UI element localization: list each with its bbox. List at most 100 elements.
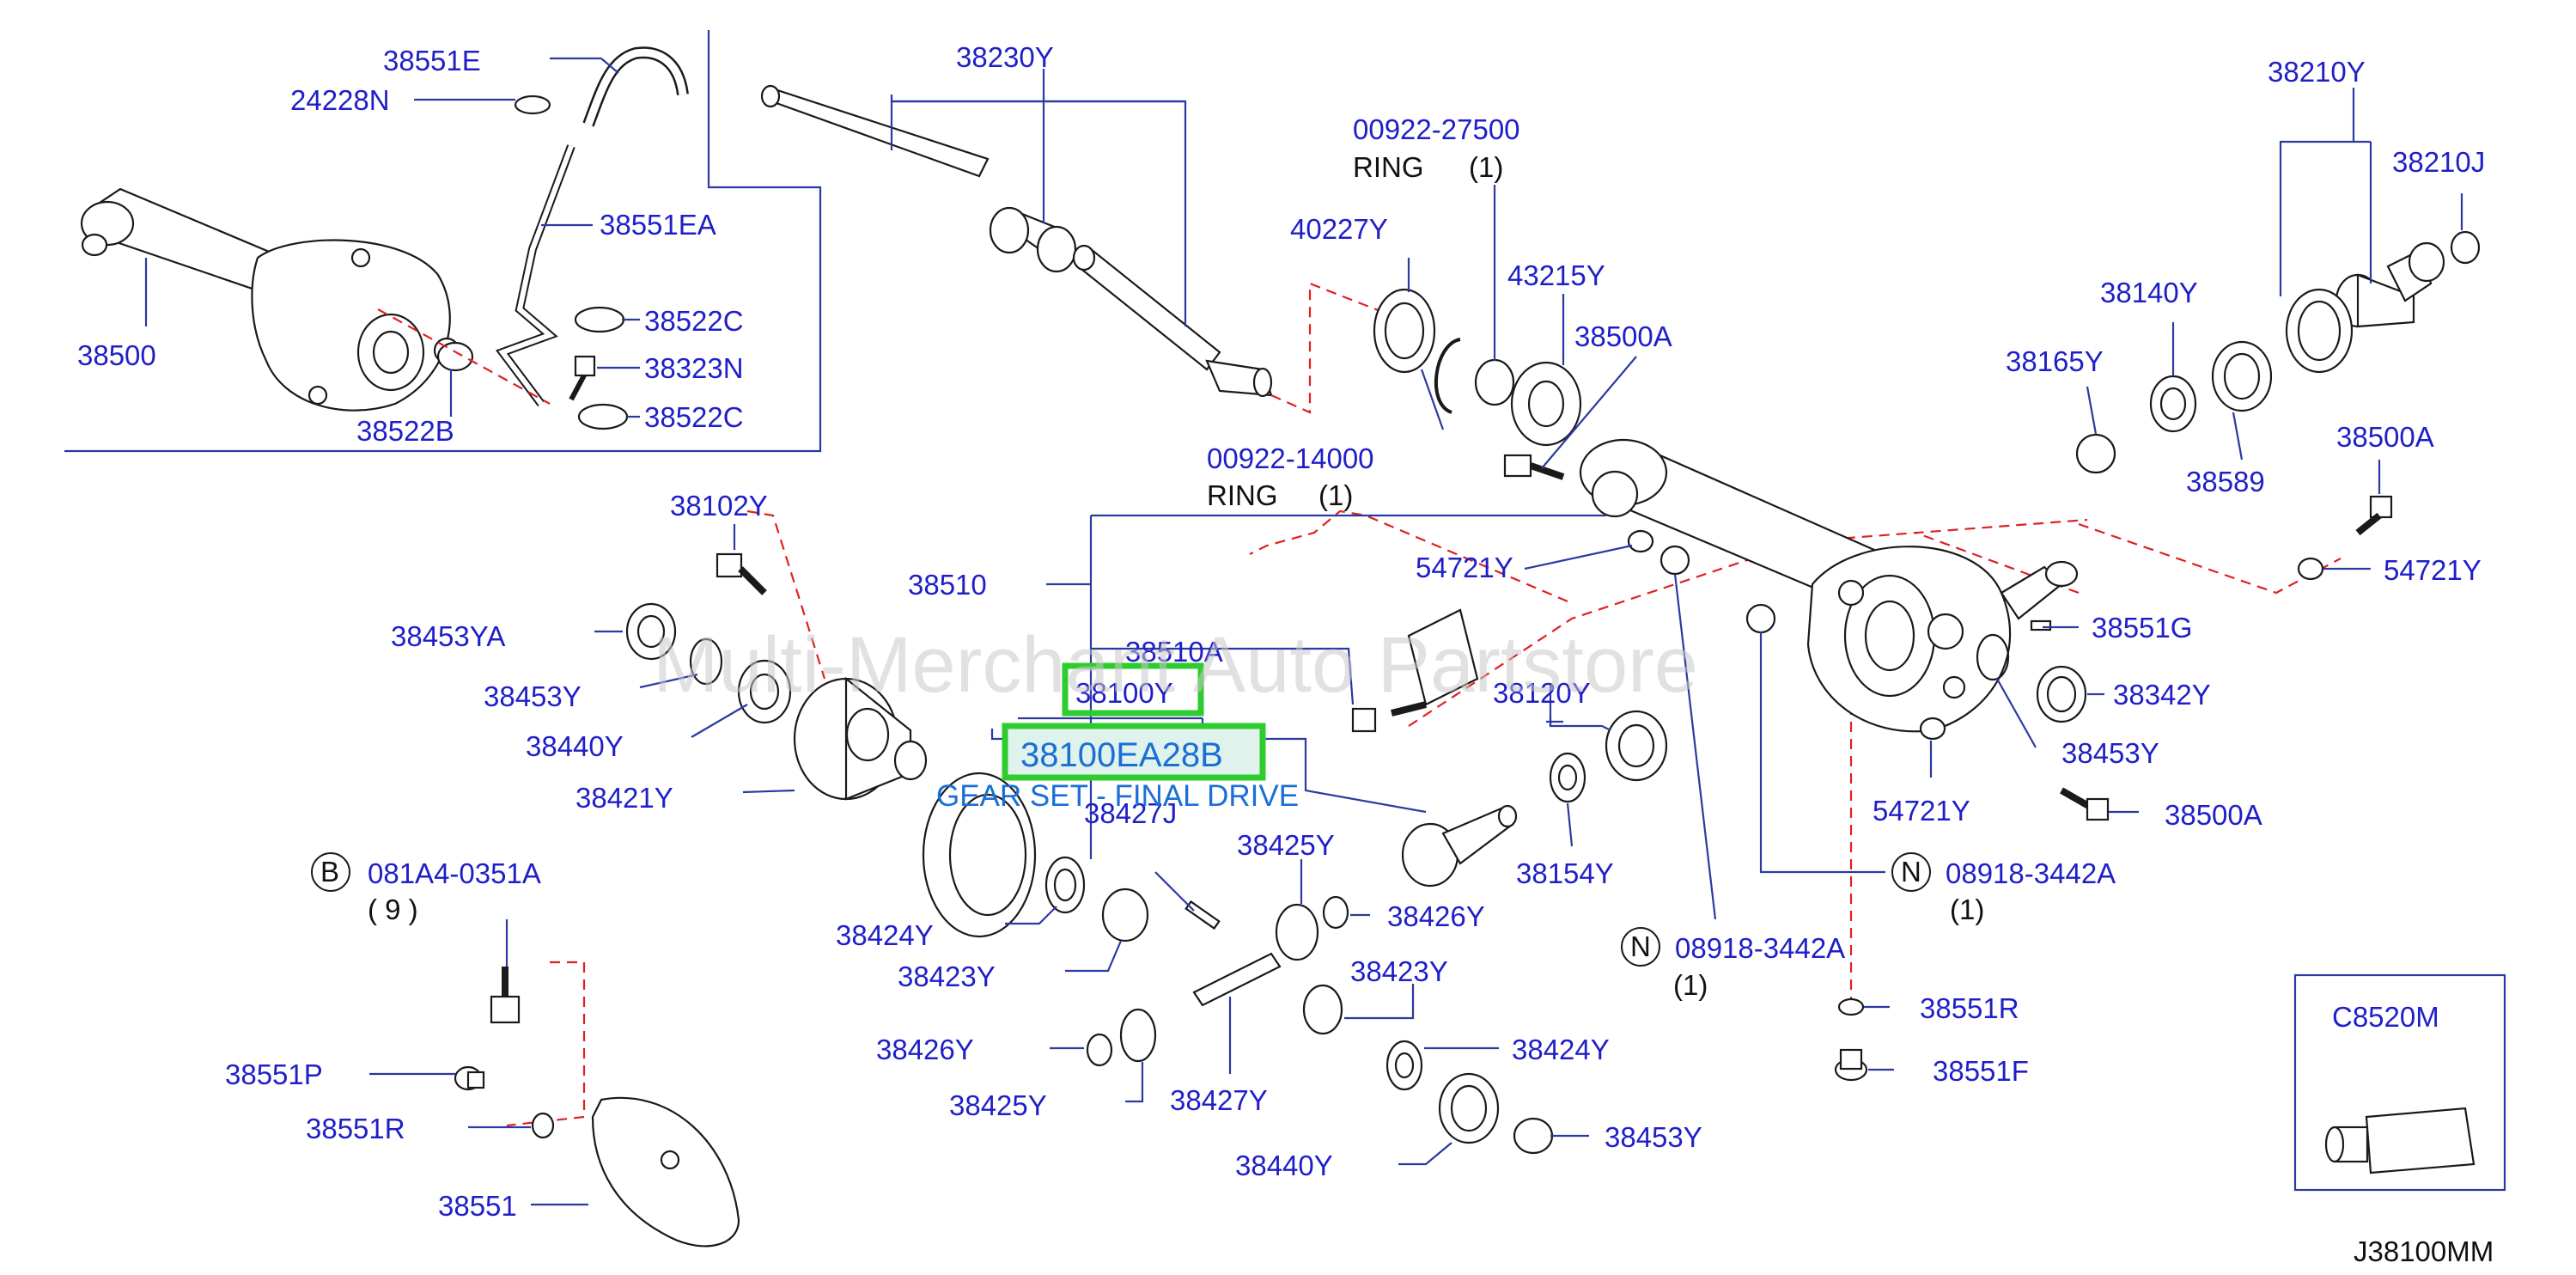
label-38522C-lower[interactable]: 38522C (644, 401, 744, 433)
label-38510[interactable]: 38510 (908, 569, 987, 601)
ring-38453Y-right (1976, 633, 2010, 681)
label-38551G[interactable]: 38551G (2092, 612, 2192, 644)
label-38500A-lower[interactable]: 38500A (2165, 799, 2262, 831)
label-38425Y-upper[interactable]: 38425Y (1237, 829, 1335, 861)
b-marker-text: B (320, 856, 339, 888)
label-54721Y-lower[interactable]: 54721Y (1873, 795, 1970, 827)
n-marker-lower-text: N (1630, 930, 1651, 962)
pinion-shaft-38427Y (1192, 952, 1282, 1007)
label-38210J[interactable]: 38210J (2392, 146, 2485, 178)
leader-lines (144, 57, 2463, 1206)
label-38551F[interactable]: 38551F (1933, 1055, 2029, 1087)
label-38424Y-right[interactable]: 38424Y (1512, 1034, 1610, 1065)
label-38102Y[interactable]: 38102Y (670, 490, 768, 522)
label-38426Y-lower[interactable]: 38426Y (876, 1034, 974, 1065)
bolt-38323N (569, 355, 596, 401)
label-54721Y-center[interactable]: 54721Y (1416, 552, 1513, 583)
part-number-38100EA28B[interactable]: 38100EA28B (1020, 736, 1223, 774)
label-24228N[interactable]: 24228N (290, 84, 390, 116)
sealant-inset-frame (2293, 973, 2506, 1192)
ring-qty-upper: (1) (1469, 151, 1503, 183)
diagram-code: J38100MM (2354, 1235, 2494, 1267)
label-38424Y-left[interactable]: 38424Y (836, 919, 934, 951)
label-38342Y[interactable]: 38342Y (2113, 679, 2211, 711)
highlight-box-38100EA28B[interactable] (1002, 723, 1266, 781)
label-38323N[interactable]: 38323N (644, 352, 744, 384)
label-38551R-left[interactable]: 38551R (306, 1113, 405, 1144)
label-38500[interactable]: 38500 (77, 339, 156, 371)
label-40227Y[interactable]: 40227Y (1290, 213, 1388, 245)
ring-38453Y-lower (1513, 1117, 1554, 1155)
b-marker (311, 852, 350, 892)
label-38100Y[interactable]: 38100Y (1075, 677, 1173, 709)
label-38423Y-left[interactable]: 38423Y (898, 961, 996, 992)
label-38551P[interactable]: 38551P (225, 1058, 323, 1090)
label-00922-14000[interactable]: 00922-14000 (1207, 442, 1374, 474)
axle-housing-38510 (1579, 438, 2079, 733)
label-38427Y[interactable]: 38427Y (1170, 1084, 1268, 1116)
label-081A4-0351A[interactable]: 081A4-0351A (368, 857, 541, 889)
part-description: GEAR SET - FINAL DRIVE (936, 779, 1299, 813)
pinion-gear-38423Y-right (1302, 984, 1343, 1035)
label-38120Y[interactable]: 38120Y (1493, 677, 1591, 709)
label-38500A-right[interactable]: 38500A (2336, 421, 2434, 453)
selected-part-highlight[interactable]: 38100Y 38100EA28B GEAR SET - FINAL DRIVE (936, 662, 1299, 813)
bolt-38500A-lower (2060, 787, 2110, 821)
ring-gear-38100Y (922, 772, 1037, 938)
ring-38453Y-left (689, 638, 723, 686)
ring-label-upper: RING (1353, 151, 1424, 183)
bolt-38500A-left (1503, 454, 1565, 480)
label-43215Y[interactable]: 43215Y (1507, 259, 1605, 291)
label-38551[interactable]: 38551 (438, 1190, 517, 1222)
dowel-54721Y-right (2297, 557, 2324, 581)
label-08918-3442A-upper[interactable]: 08918-3442A (1946, 857, 2116, 889)
n-marker-upper-text: N (1901, 856, 1921, 888)
label-00922-27500[interactable]: 00922-27500 (1353, 113, 1520, 145)
label-38500A-upper[interactable]: 38500A (1574, 320, 1672, 352)
label-38427J[interactable]: 38427J (1084, 797, 1177, 829)
highlight-box-38100Y[interactable] (1062, 662, 1204, 717)
spacer-38165Y (2075, 433, 2116, 474)
label-54721Y-right[interactable]: 54721Y (2384, 554, 2482, 586)
dowel-54721Y-lower (1919, 717, 1946, 741)
label-38453Y-left[interactable]: 38453Y (484, 680, 582, 712)
diff-cover-38551 (591, 1096, 740, 1248)
label-38210Y[interactable]: 38210Y (2268, 56, 2366, 88)
label-38440Y-upper[interactable]: 38440Y (526, 730, 624, 762)
label-38230Y[interactable]: 38230Y (956, 41, 1054, 73)
label-38522B[interactable]: 38522B (356, 415, 454, 447)
label-C8520M[interactable]: C8520M (2332, 1001, 2439, 1033)
label-38522C-upper[interactable]: 38522C (644, 305, 744, 337)
clip-24228N (514, 95, 551, 115)
label-38140Y[interactable]: 38140Y (2100, 277, 2198, 308)
label-38426Y-upper[interactable]: 38426Y (1387, 900, 1485, 932)
label-38551E[interactable]: 38551E (383, 45, 481, 76)
label-38589[interactable]: 38589 (2186, 466, 2265, 497)
label-38510A[interactable]: 38510A (1125, 636, 1223, 668)
label-38423Y-right[interactable]: 38423Y (1350, 955, 1448, 987)
qty-081A4-0351A: ( 9 ) (368, 894, 418, 925)
label-08918-3442A-lower[interactable]: 08918-3442A (1675, 932, 1845, 964)
qty-08918-3442A-upper: (1) (1950, 894, 1984, 925)
n-marker-lower (1621, 927, 1660, 967)
nut-38210J (2450, 230, 2481, 265)
dowel-54721Y-left (1627, 529, 1654, 553)
label-38165Y[interactable]: 38165Y (2006, 345, 2104, 377)
label-38425Y-lower[interactable]: 38425Y (949, 1089, 1047, 1121)
label-38453Y-right[interactable]: 38453Y (2061, 737, 2159, 769)
label-38154Y[interactable]: 38154Y (1516, 857, 1614, 889)
label-38453Y-lower[interactable]: 38453Y (1605, 1121, 1702, 1153)
label-38440Y-lower[interactable]: 38440Y (1235, 1150, 1333, 1181)
label-38551EA[interactable]: 38551EA (600, 209, 716, 241)
label-38453YA[interactable]: 38453YA (391, 620, 505, 652)
bolt-38500A-right (2355, 495, 2393, 536)
label-38551R-right[interactable]: 38551R (1920, 992, 2019, 1024)
part-labels: 38551E 24228N 38551EA 38500 38522C 38323… (77, 41, 2485, 1222)
pin-38427J (1184, 900, 1221, 930)
bolt-081A4-0351A (490, 967, 521, 1024)
side-gear-38425Y-upper (1275, 903, 1319, 961)
label-38421Y[interactable]: 38421Y (575, 782, 673, 814)
ring-qty-lower: (1) (1318, 479, 1353, 511)
bolt-38510A (1351, 701, 1427, 733)
